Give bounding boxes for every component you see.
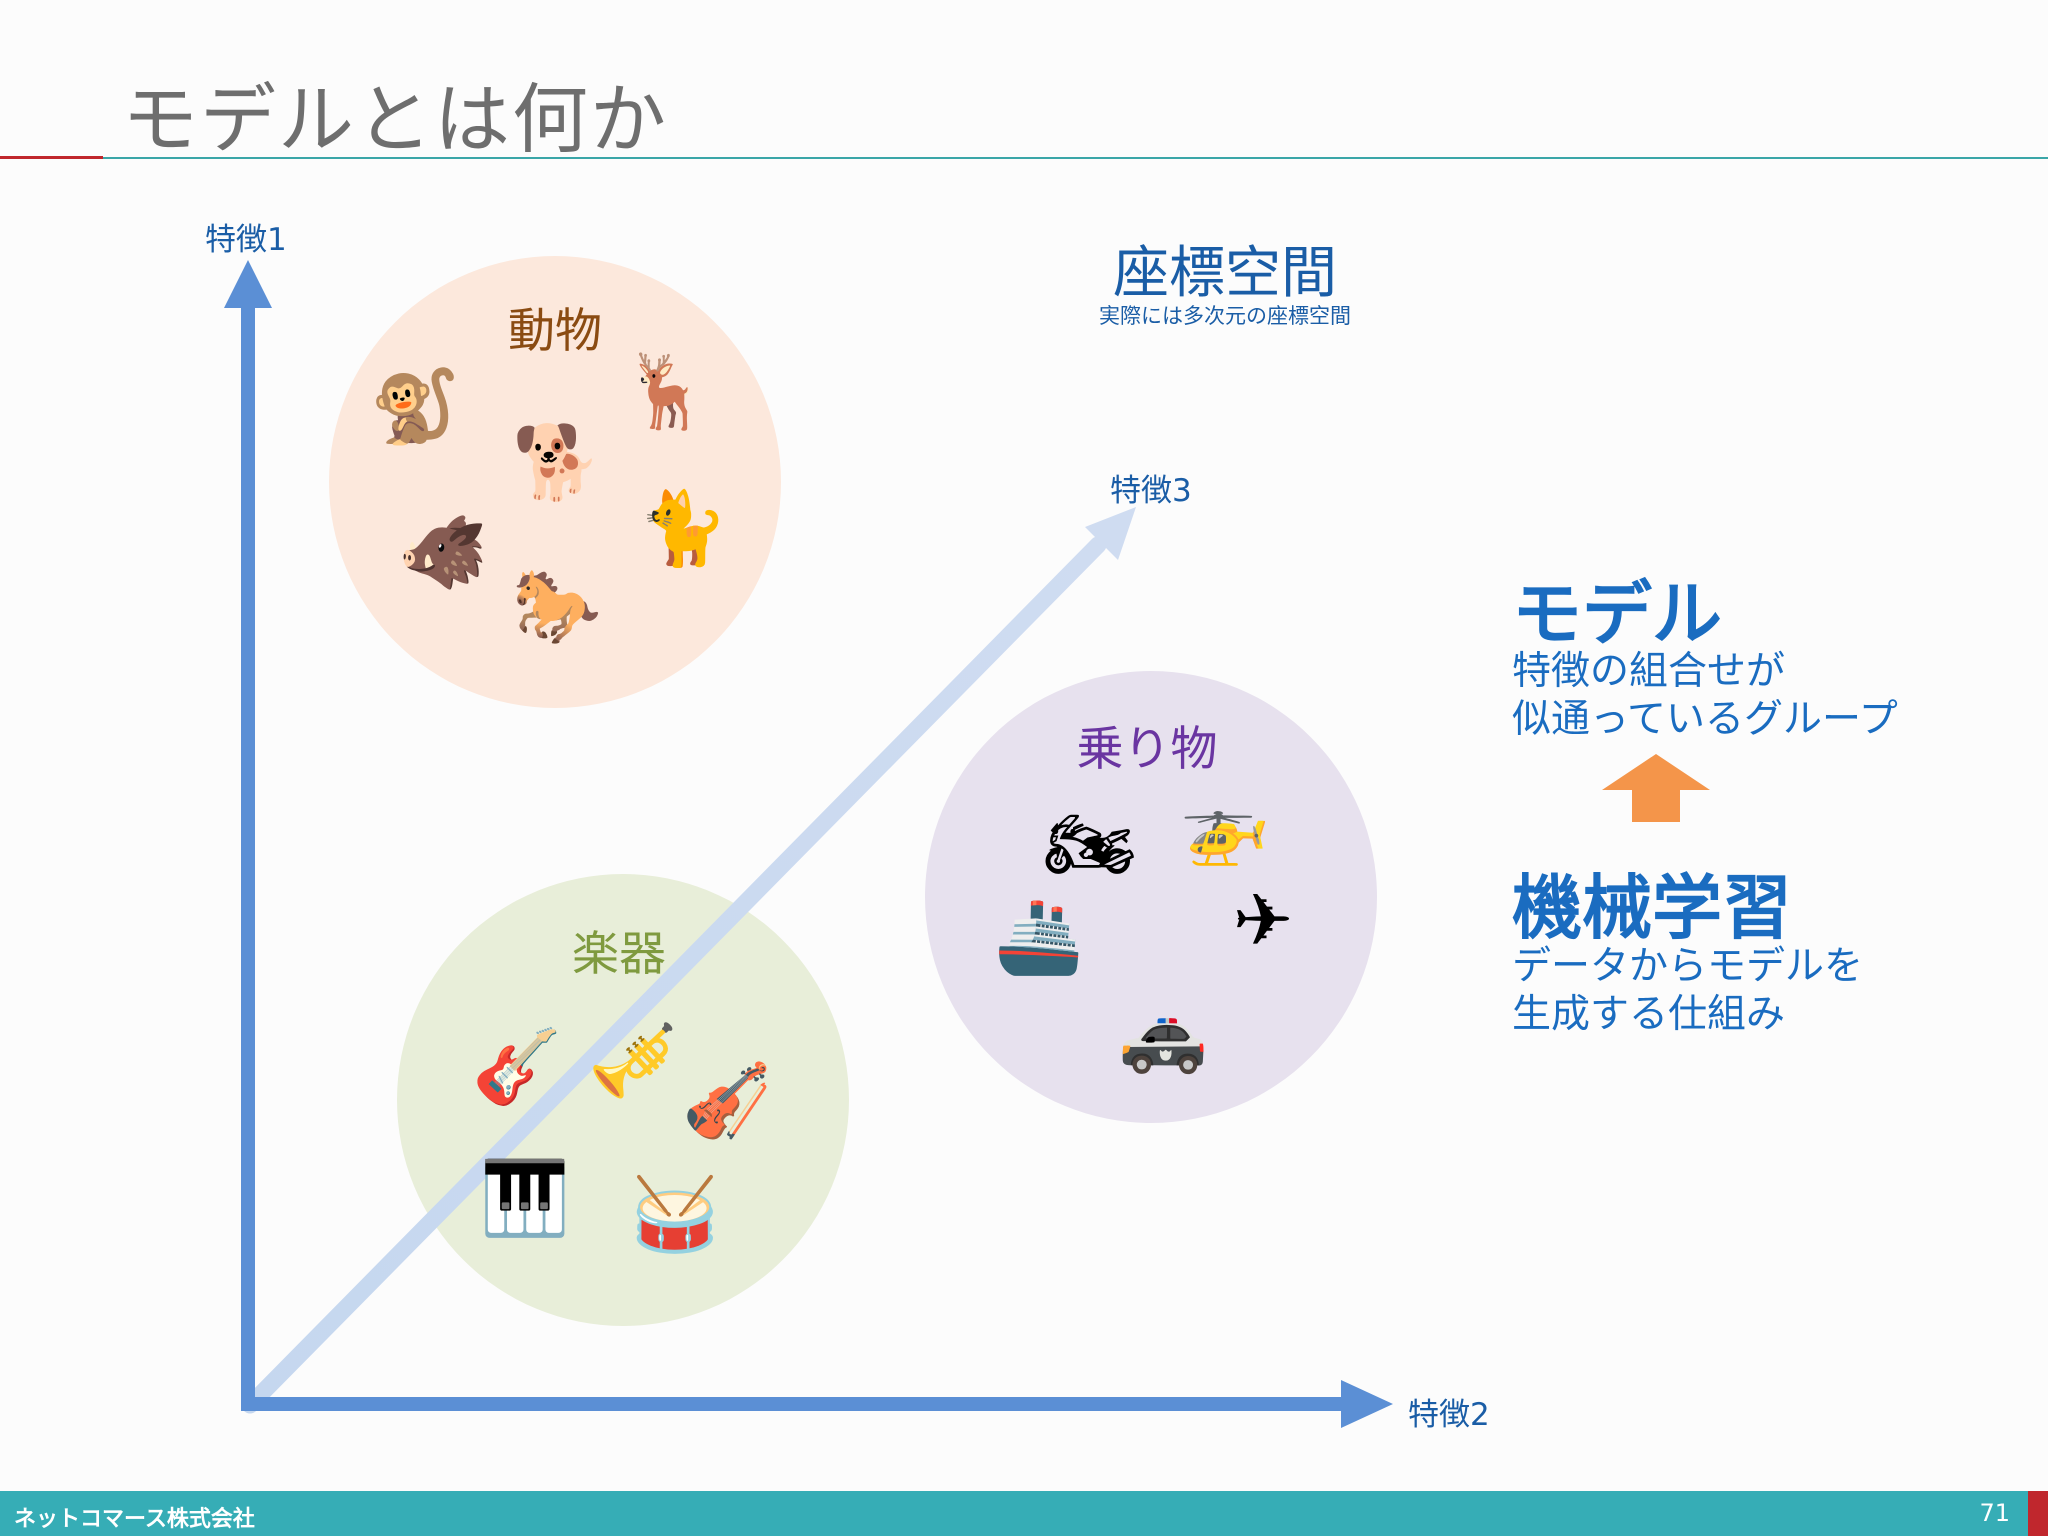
machine-learning-description-line2: 生成する仕組み <box>1512 983 1785 1039</box>
feature2-axis-line <box>241 1397 1341 1411</box>
company-name: ネットコマース株式会社 <box>14 1501 255 1533</box>
feature1-axis-arrowhead <box>224 260 272 308</box>
cat-icon: 🐈 <box>638 492 728 564</box>
boar-icon: 🐗 <box>398 516 488 588</box>
mandrill-icon: 🐒 <box>370 370 460 442</box>
feature2-axis-label: 特徴2 <box>1408 1389 1490 1434</box>
up-arrow-icon <box>1600 752 1712 824</box>
feature2-axis-arrowhead <box>1341 1380 1393 1428</box>
feature3-axis-label: 特徴3 <box>1110 465 1192 510</box>
footer-accent <box>2028 1491 2048 1536</box>
grand-piano-icon: 🎹 <box>480 1162 570 1234</box>
helicopter-icon: 🚁 <box>1180 790 1270 862</box>
guitar-icon: 🎸 <box>472 1030 562 1102</box>
coordinate-space-subtitle: 実際には多次元の座標空間 <box>1030 300 1420 330</box>
ship-icon: 🚢 <box>994 900 1084 972</box>
feature1-axis-line <box>241 303 255 1408</box>
footer-bar <box>0 1491 2028 1536</box>
trumpet-icon: 🎺 <box>588 1024 678 1096</box>
feature1-axis-label: 特徴1 <box>205 214 287 259</box>
page-number: 71 <box>1960 1499 2010 1527</box>
police-car-icon: 🚓 <box>1118 998 1208 1070</box>
instruments-group-label: 楽器 <box>519 915 719 984</box>
contrabass-icon: 🎻 <box>682 1064 772 1136</box>
horse-icon: 🐎 <box>512 570 602 642</box>
model-description-line2: 似通っているグループ <box>1512 688 1898 744</box>
airplane-icon: ✈ <box>1218 884 1308 956</box>
vehicles-group-label: 乗り物 <box>1047 710 1247 779</box>
deer-icon: 🦌 <box>622 355 712 427</box>
shiba-dog-icon: 🐕 <box>512 426 602 498</box>
motorcycle-icon: 🏍 <box>1044 808 1134 880</box>
drum-kit-icon: 🥁 <box>630 1178 720 1250</box>
coordinate-space-title: 座標空間 <box>1030 228 1420 309</box>
